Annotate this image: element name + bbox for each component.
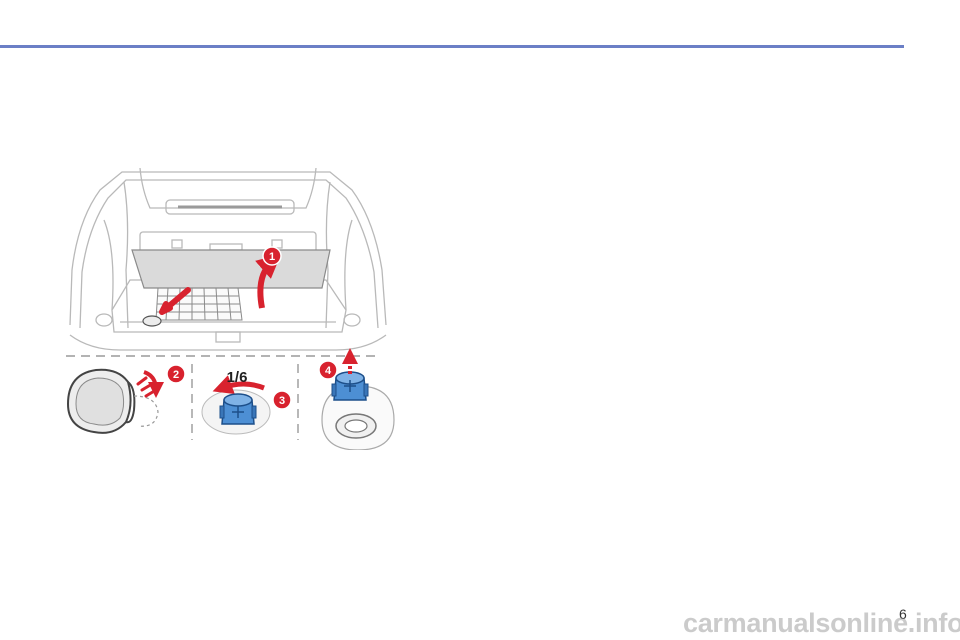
step-badge-3: 3 [272, 390, 292, 410]
header-rule [0, 45, 904, 48]
step-badge-2-label: 2 [173, 369, 179, 381]
remove-cap-panel [321, 348, 395, 451]
panel-separators [66, 355, 376, 440]
turn-fraction-label: 1/6 [227, 369, 248, 386]
step-badge-4: 4 [318, 360, 338, 380]
step-badge-1-label: 1 [269, 251, 275, 263]
spare-wheel-access-illustration: 1 2 [60, 160, 400, 451]
pointer-arrow [159, 287, 191, 315]
step-badge-1: 1 [262, 246, 282, 266]
page-number: 6 [899, 606, 907, 622]
step-badge-2: 2 [166, 364, 186, 384]
turn-cap-panel [201, 375, 271, 435]
floor-panel [131, 249, 331, 289]
step-badge-4-label: 4 [325, 365, 332, 377]
floor-cap [142, 315, 162, 327]
fuel-flap-panel [66, 368, 164, 434]
step-badge-3-label: 3 [279, 395, 285, 407]
watermark: carmanualsonline.info [683, 608, 960, 638]
